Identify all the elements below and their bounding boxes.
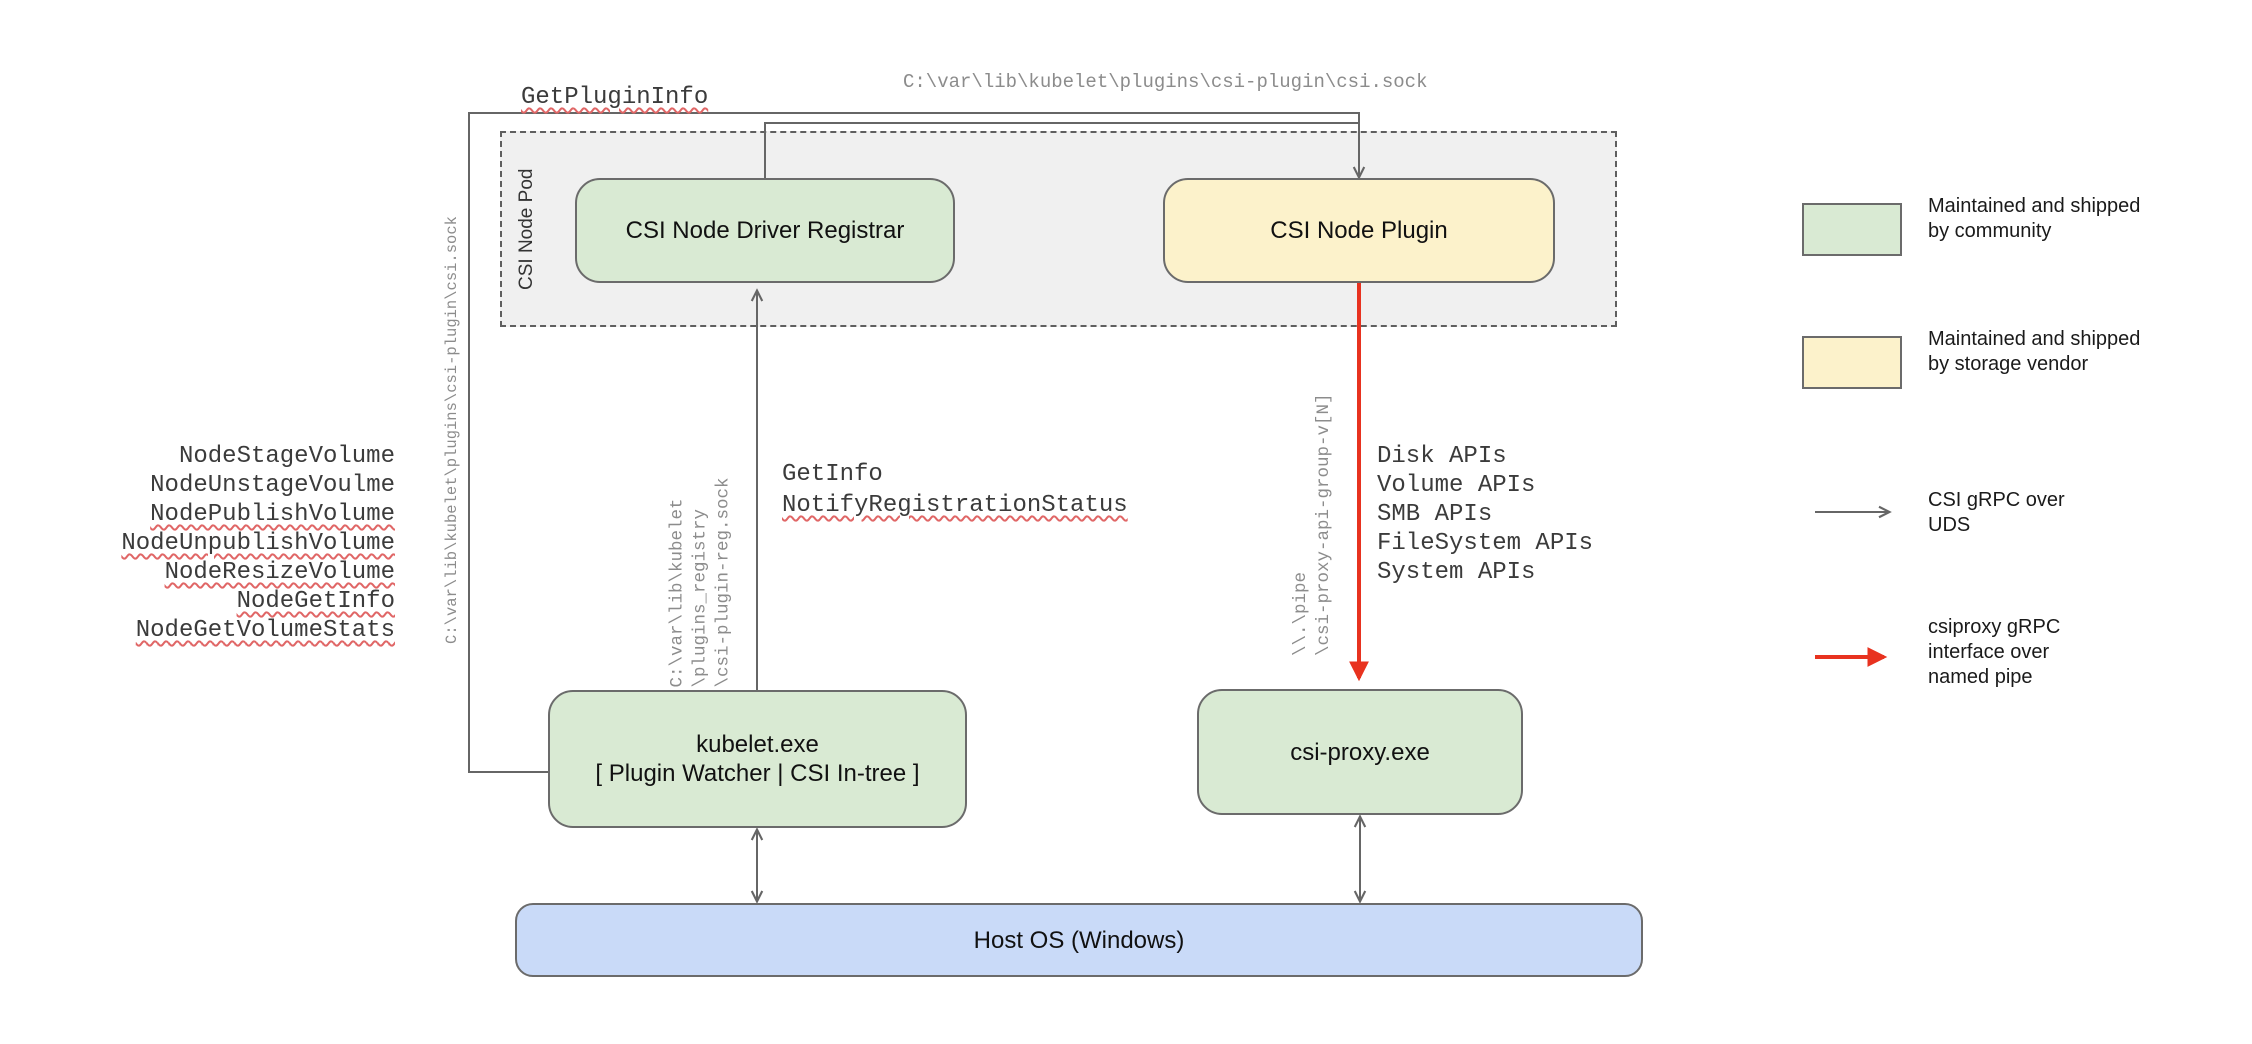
- node-rpc-item: NodeGetInfo: [236, 588, 395, 615]
- notify-registration-status-label: NotifyRegistrationStatus: [782, 492, 1128, 519]
- get-info-label: GetInfo: [782, 461, 883, 488]
- kubelet-box: kubelet.exe [ Plugin Watcher | CSI In-tr…: [548, 690, 967, 828]
- legend-vendor-swatch: [1802, 336, 1902, 389]
- proxy-api-item: System APIs: [1377, 559, 1536, 586]
- proxy-api-list: Disk APIs Volume APIs SMB APIs FileSyste…: [1377, 442, 1593, 587]
- node-rpc-item: NodeStageVolume: [178, 443, 395, 470]
- proxy-api-item: Volume APIs: [1377, 472, 1536, 499]
- csi-node-driver-registrar-box: CSI Node Driver Registrar: [575, 178, 955, 283]
- host-os-label: Host OS (Windows): [973, 926, 1185, 954]
- legend-vendor-text: Maintained and shipped by storage vendor: [1928, 328, 2141, 375]
- reg-sock-path: C:\var\lib\kubelet \plugins_registry \cs…: [667, 477, 734, 688]
- kubelet-label-line1: kubelet.exe: [696, 731, 819, 758]
- registration-rpcs: GetInfo NotifyRegistrationStatus: [782, 459, 1128, 521]
- csi-sock-path-top: C:\var\lib\kubelet\plugins\csi-plugin\cs…: [903, 71, 1428, 93]
- legend-uds-text: CSI gRPC over UDS: [1928, 489, 2065, 536]
- node-rpc-item: NodePublishVolume: [150, 501, 395, 528]
- node-rpc-item: NodeGetVolumeStats: [135, 617, 395, 644]
- node-rpc-item: NodeUnpublishVolume: [121, 530, 395, 557]
- csi-node-driver-registrar-label: CSI Node Driver Registrar: [625, 217, 905, 244]
- csi-proxy-box: csi-proxy.exe: [1197, 689, 1523, 815]
- get-plugin-info-label: GetPluginInfo: [521, 84, 709, 111]
- csi-node-pod-label: CSI Node Pod: [516, 168, 537, 290]
- legend-namedpipe-text: csiproxy gRPC interface over named pipe: [1928, 616, 2061, 688]
- node-rpc-item: NodeUnstageVoulme: [150, 472, 395, 499]
- legend-community-swatch: [1802, 203, 1902, 256]
- csi-proxy-label: csi-proxy.exe: [1290, 738, 1430, 766]
- csi-node-plugin-label: CSI Node Plugin: [1270, 217, 1448, 244]
- kubelet-label-line2: [ Plugin Watcher | CSI In-tree ]: [595, 760, 920, 787]
- named-pipe-path: \\.\pipe \csi-proxy-api-group-v[N]: [1291, 393, 1334, 656]
- proxy-api-item: SMB APIs: [1377, 501, 1493, 528]
- host-os-box: Host OS (Windows): [515, 903, 1643, 977]
- proxy-api-item: FileSystem APIs: [1377, 530, 1594, 557]
- node-rpc-item: NodeResizeVolume: [164, 559, 395, 586]
- proxy-api-item: Disk APIs: [1377, 443, 1507, 470]
- csi-sock-path-left: C:\var\lib\kubelet\plugins\csi-plugin\cs…: [443, 216, 461, 644]
- csi-node-plugin-box: CSI Node Plugin: [1163, 178, 1555, 283]
- legend-community-text: Maintained and shipped by community: [1928, 195, 2141, 242]
- node-rpc-list: NodeStageVolume NodeUnstageVoulme NodePu…: [95, 442, 395, 645]
